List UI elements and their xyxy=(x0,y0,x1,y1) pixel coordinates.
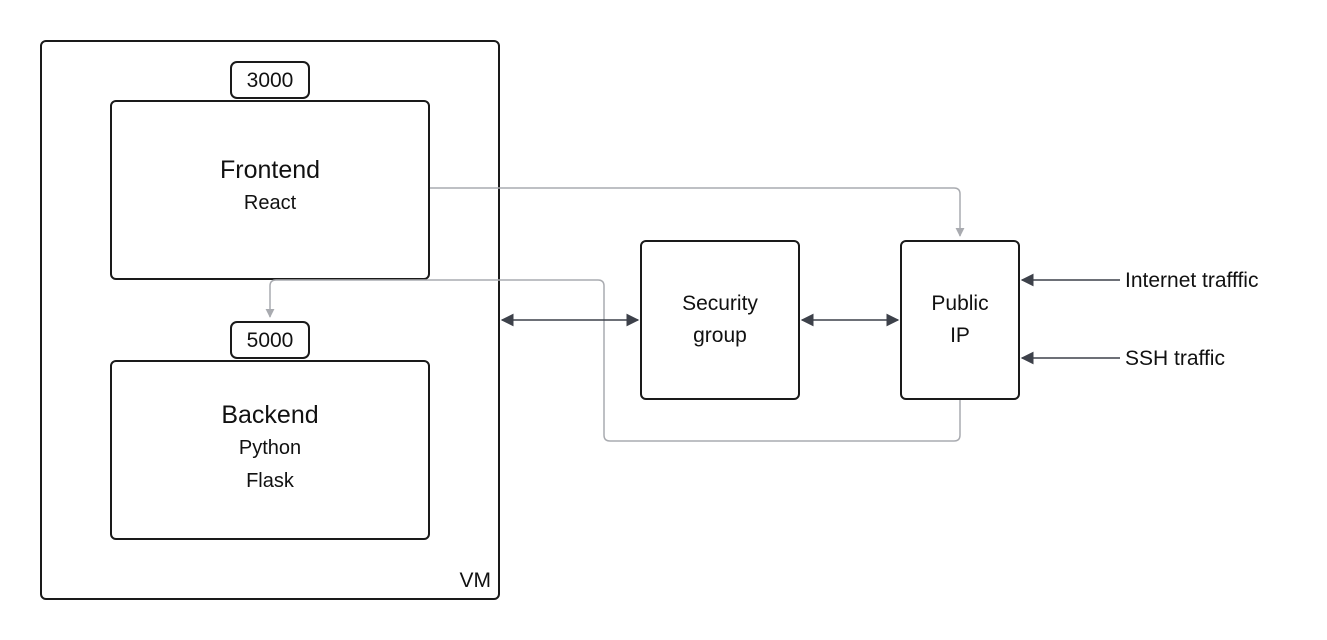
ssh-traffic-label: SSH traffic xyxy=(1125,347,1225,370)
frontend-node: Frontend React xyxy=(110,100,430,280)
frontend-port-badge: 3000 xyxy=(230,61,310,99)
security-group-node: Security group xyxy=(640,240,800,400)
frontend-port-text: 3000 xyxy=(246,68,294,92)
frontend-text-group: Frontend React xyxy=(220,153,320,220)
backend-line-python: Python xyxy=(238,437,302,459)
connector-frontend-to-public-ip xyxy=(430,187,965,237)
public-ip-text-group: Public IP xyxy=(931,288,988,352)
public-ip-line-2: IP xyxy=(950,324,970,347)
vm-label: VM xyxy=(459,569,492,592)
internet-traffic-label: Internet trafffic xyxy=(1125,269,1259,292)
security-group-text-group: Security group xyxy=(682,288,758,352)
public-ip-line-1: Public xyxy=(931,292,989,315)
frontend-subtitle: React xyxy=(243,191,297,214)
backend-text-group: Backend Python Flask xyxy=(221,398,318,498)
backend-line-flask: Flask xyxy=(246,470,294,492)
frontend-title: Frontend xyxy=(219,155,321,184)
public-ip-node: Public IP xyxy=(900,240,1020,400)
backend-node: Backend Python Flask xyxy=(110,360,430,540)
backend-title: Backend xyxy=(221,401,319,429)
security-group-line-1: Security xyxy=(682,292,758,315)
security-group-line-2: group xyxy=(693,324,747,347)
backend-port-badge: 5000 xyxy=(230,321,310,359)
backend-port-text: 5000 xyxy=(246,328,294,352)
